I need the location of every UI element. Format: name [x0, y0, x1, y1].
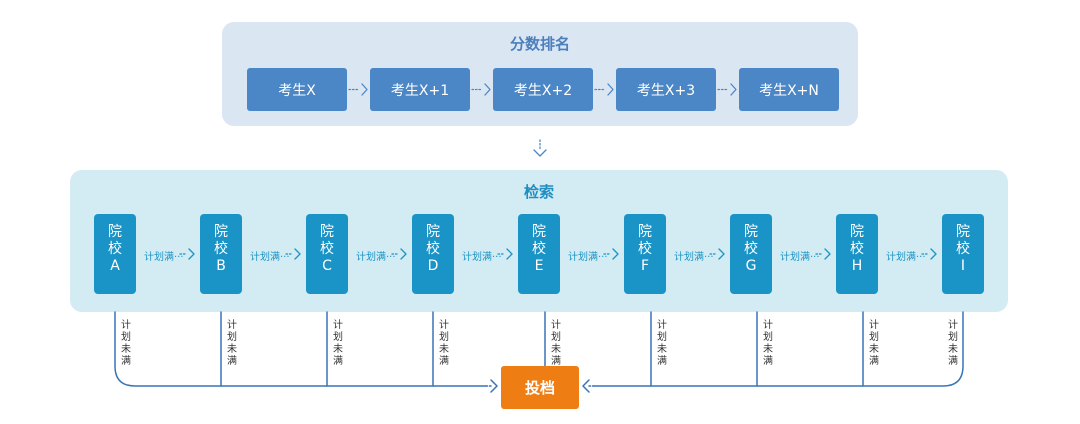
flow-arrow-icon — [348, 83, 368, 96]
school-letter: B — [216, 258, 226, 274]
flow-arrow-icon — [497, 248, 513, 260]
flow-arrow-icon — [391, 248, 407, 260]
school-char: 校 — [850, 241, 864, 257]
plan-full-label: 计划满··· — [356, 252, 396, 263]
school-char: 院 — [108, 224, 122, 240]
school-char: 校 — [320, 241, 334, 257]
flow-arrow-icon — [594, 83, 614, 96]
school-letter: G — [745, 258, 757, 274]
school-char: 院 — [426, 224, 440, 240]
flow-arrow-icon — [717, 83, 737, 96]
school-char: 院 — [214, 224, 228, 240]
flow-arrow-icon — [179, 248, 195, 260]
student-box-x2: 考生X+2 — [493, 68, 593, 111]
plan-not-full-label: 计划未满 — [763, 320, 773, 367]
arrow-right-icon — [490, 379, 498, 393]
admission-result-box: 投档 — [501, 366, 579, 409]
flow-arrow-icon — [921, 248, 937, 260]
school-letter: A — [110, 258, 120, 274]
plan-full-label: 计划满··· — [144, 252, 184, 263]
left-collect-line — [114, 311, 487, 387]
school-letter: H — [851, 258, 863, 274]
school-char: 校 — [108, 241, 122, 257]
right-collect-line — [593, 311, 964, 387]
ranking-title: 分数排名 — [509, 35, 570, 53]
plan-full-label: 计划满··· — [250, 252, 290, 263]
school-letter: E — [534, 258, 544, 274]
flow-arrow-icon — [709, 248, 725, 260]
plan-not-full-label: 计划未满 — [121, 320, 131, 367]
school-char: 院 — [744, 224, 758, 240]
flow-arrow-icon — [603, 248, 619, 260]
arrow-left-icon — [582, 379, 590, 393]
plan-full-label: 计划满··· — [462, 252, 502, 263]
school-char: 校 — [214, 241, 228, 257]
school-letter: C — [322, 258, 332, 274]
plan-full-label: 计划满··· — [568, 252, 608, 263]
school-char: 校 — [638, 241, 652, 257]
plan-full-label: 计划满··· — [780, 252, 820, 263]
flow-arrow-icon — [285, 248, 301, 260]
search-title: 检索 — [523, 183, 554, 201]
school-letter: D — [427, 258, 439, 274]
school-char: 校 — [532, 241, 546, 257]
school-char: 院 — [320, 224, 334, 240]
student-box-xn: 考生X+N — [739, 68, 839, 111]
plan-not-full-label: 计划未满 — [948, 320, 958, 367]
student-box-x3: 考生X+3 — [616, 68, 716, 111]
school-letter: F — [640, 258, 650, 274]
school-char: 院 — [956, 224, 970, 240]
flow-arrow-icon — [815, 248, 831, 260]
school-char: 校 — [744, 241, 758, 257]
flow-arrow-icon — [471, 83, 491, 96]
plan-not-full-label: 计划未满 — [869, 320, 879, 367]
plan-full-label: 计划满··· — [886, 252, 926, 263]
school-letter: I — [960, 258, 966, 274]
school-char: 校 — [426, 241, 440, 257]
plan-not-full-label: 计划未满 — [551, 320, 561, 367]
student-box-x1: 考生X+1 — [370, 68, 470, 111]
down-arrow-icon — [533, 139, 547, 157]
plan-not-full-label: 计划未满 — [227, 320, 237, 367]
plan-not-full-label: 计划未满 — [439, 320, 449, 367]
school-char: 院 — [532, 224, 546, 240]
school-char: 校 — [956, 241, 970, 257]
plan-full-label: 计划满··· — [674, 252, 714, 263]
student-box-x: 考生X — [247, 68, 347, 111]
school-char: 院 — [850, 224, 864, 240]
plan-not-full-label: 计划未满 — [333, 320, 343, 367]
school-char: 院 — [638, 224, 652, 240]
plan-not-full-label: 计划未满 — [657, 320, 667, 367]
